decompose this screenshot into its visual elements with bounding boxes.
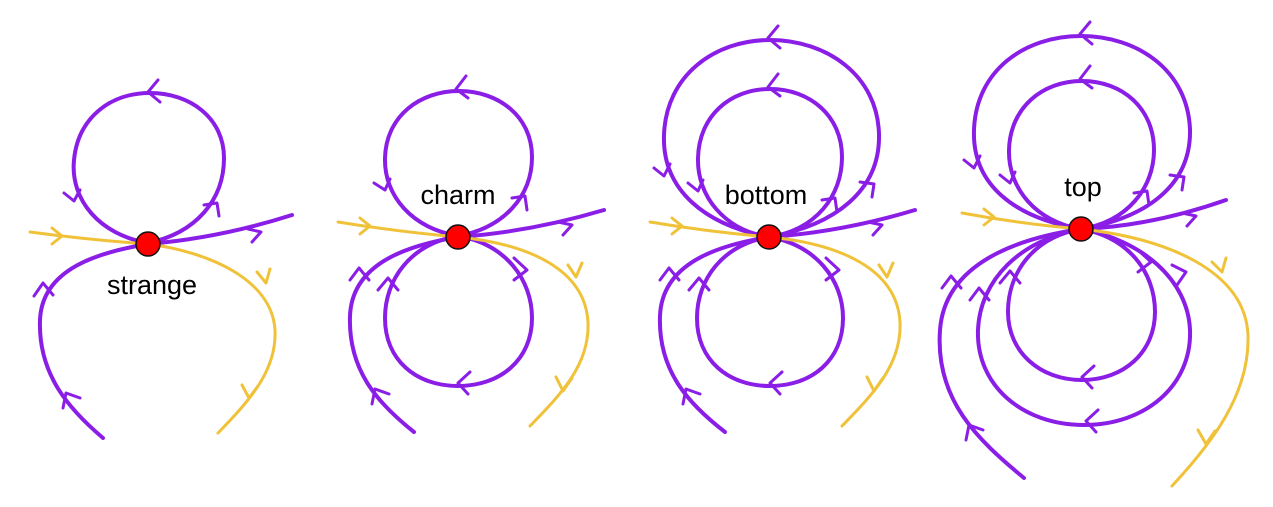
arrow-marker	[877, 261, 895, 279]
field-loop-inner-lower	[1006, 227, 1157, 382]
arrow-marker	[652, 162, 672, 178]
current-line-left	[960, 211, 1083, 231]
arrow-marker	[348, 266, 371, 282]
arrow-marker	[982, 207, 996, 227]
vertex-dot	[756, 224, 782, 250]
arrow-marker	[240, 383, 260, 400]
arrow-marker	[146, 78, 162, 104]
field-loop	[71, 91, 226, 245]
current-line-right	[146, 242, 277, 435]
arrow-marker	[1170, 263, 1188, 287]
arrow-marker	[1084, 408, 1100, 434]
arrow-marker	[1210, 256, 1228, 274]
field-loop-upper	[382, 89, 534, 238]
arrow-marker	[766, 72, 782, 98]
label-bottom: bottom	[725, 180, 808, 210]
field-loop-outer-lower	[975, 227, 1193, 427]
arrow-marker	[681, 387, 702, 406]
arrow-marker	[510, 194, 529, 212]
arrow-marker	[456, 370, 472, 396]
current-line-right	[456, 235, 590, 428]
arrow-marker	[1168, 173, 1186, 192]
arrow-marker	[824, 256, 841, 282]
field-line-right	[146, 213, 294, 246]
arrow-marker	[1080, 364, 1096, 390]
arrow-marker	[962, 154, 982, 170]
current-line-right	[767, 235, 902, 428]
arrow-marker	[372, 177, 392, 192]
arrow-marker	[865, 375, 885, 393]
field-loop-inner-upper	[695, 87, 844, 239]
arrow-marker	[454, 74, 470, 100]
panel-bottom: bottom	[648, 24, 917, 434]
label-charm: charm	[420, 180, 495, 210]
arrow-marker	[968, 286, 991, 302]
field-line-left	[937, 227, 1083, 480]
arrow-marker	[658, 266, 681, 282]
panel-top: top	[937, 20, 1250, 488]
arrow-marker	[556, 220, 574, 237]
arrow-marker	[358, 216, 372, 236]
arrow-marker	[1136, 248, 1153, 274]
arrow-marker	[964, 423, 985, 442]
arrow-marker	[940, 274, 963, 290]
label-strange: strange	[107, 270, 197, 300]
field-line-left	[657, 235, 771, 434]
field-line-left	[37, 242, 150, 440]
vertex-dot	[1068, 216, 1094, 242]
arrow-marker	[768, 370, 784, 396]
arrow-marker	[998, 269, 1022, 285]
field-loop-inner-upper	[1006, 79, 1156, 231]
arrow-marker	[1078, 64, 1094, 90]
arrow-marker	[246, 227, 263, 244]
field-line-right	[1079, 198, 1228, 231]
arrow-marker	[1132, 189, 1151, 207]
arrow-marker	[62, 188, 82, 203]
arrow-marker	[998, 170, 1017, 185]
arrow-marker	[554, 375, 574, 393]
arrow-marker	[687, 276, 711, 292]
arrow-marker	[32, 281, 55, 298]
vertex-dot	[445, 224, 471, 250]
field-line-right	[767, 208, 917, 239]
arrow-marker	[858, 180, 876, 199]
arrow-marker	[370, 387, 391, 406]
field-loop-lower	[695, 235, 845, 388]
arrow-marker	[866, 220, 884, 237]
arrow-marker	[202, 201, 221, 218]
arrow-marker	[255, 267, 272, 285]
field-line-left	[347, 235, 460, 434]
arrow-marker	[61, 391, 82, 410]
field-loop-lower	[383, 234, 534, 388]
arrow-marker	[766, 24, 782, 50]
arrow-marker	[1196, 428, 1217, 446]
arrow-marker	[566, 261, 584, 279]
panel-charm: charm	[336, 74, 606, 434]
label-top: top	[1064, 172, 1102, 202]
current-line-left	[648, 220, 771, 239]
panel-strange: strange	[28, 78, 294, 440]
arrow-marker	[670, 216, 684, 236]
arrow-marker	[1078, 20, 1094, 46]
field-line-right	[456, 208, 606, 239]
arrow-marker	[376, 276, 400, 292]
arrow-marker	[1180, 211, 1198, 228]
arrow-marker	[820, 196, 839, 214]
vertex-dot	[135, 231, 161, 257]
arrow-marker	[512, 256, 529, 282]
arrow-marker	[50, 226, 64, 246]
arrow-marker	[686, 178, 705, 193]
